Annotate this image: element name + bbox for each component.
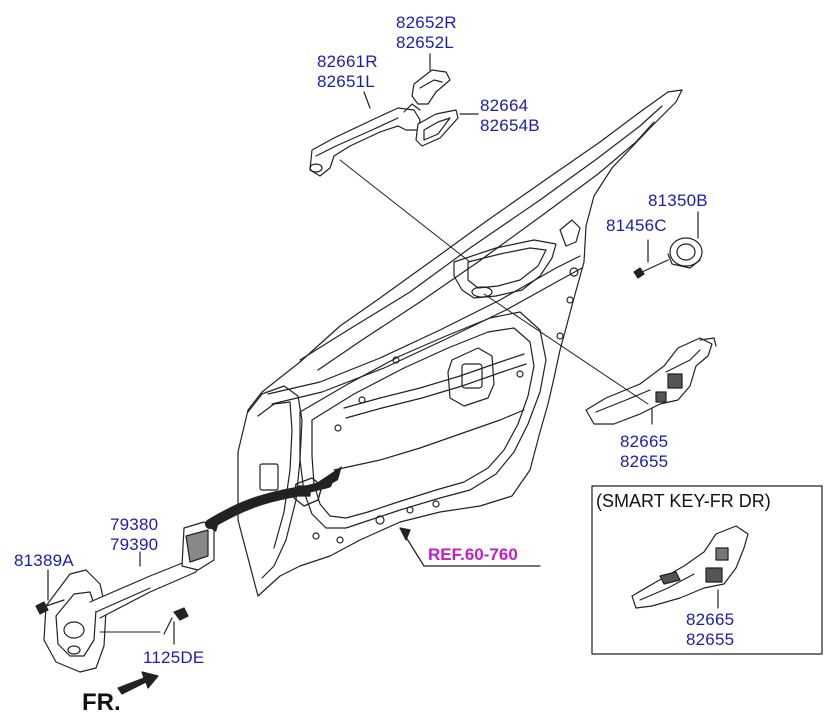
label-82661r: 82661R: [317, 52, 378, 71]
checker-arrow: [205, 466, 342, 532]
label-82652r: 82652R: [396, 13, 457, 32]
label-1125de: 1125DE: [143, 648, 205, 667]
label-82654b: 82654B: [480, 116, 540, 135]
ref-label: REF.60-760: [428, 545, 518, 564]
label-82655-inner: 82655: [620, 452, 669, 471]
label-82652l: 82652L: [396, 33, 454, 52]
direction-label: FR.: [82, 689, 121, 716]
label-82665-inner: 82665: [620, 432, 669, 451]
label-82664: 82664: [480, 96, 529, 115]
label-79380: 79380: [110, 515, 159, 534]
bolt-left-part: [35, 569, 65, 615]
handle-cover-part: [411, 53, 451, 105]
bolt-bottom-part: [99, 607, 189, 645]
door-panel: [237, 89, 683, 597]
smart-key-handle-part: [631, 525, 749, 609]
label-81389a: 81389A: [14, 551, 74, 570]
label-82655-smart: 82655: [686, 630, 735, 649]
inset-title: (SMART KEY-FR DR): [596, 491, 771, 511]
label-82651l: 82651L: [317, 72, 375, 91]
inner-handle-part: [483, 293, 717, 425]
label-81350b: 81350B: [648, 191, 708, 210]
label-79390: 79390: [110, 535, 159, 554]
ref-leader: [399, 527, 541, 567]
door-checker-part: [43, 521, 215, 673]
front-direction-arrow: [117, 671, 159, 695]
lock-cap-part: [633, 211, 703, 279]
outer-handle-part: [309, 91, 471, 263]
label-82665-smart: 82665: [686, 610, 735, 629]
pad-part: [415, 109, 479, 147]
label-81456c: 81456C: [606, 216, 667, 235]
smart-key-inset-box: [591, 485, 823, 655]
